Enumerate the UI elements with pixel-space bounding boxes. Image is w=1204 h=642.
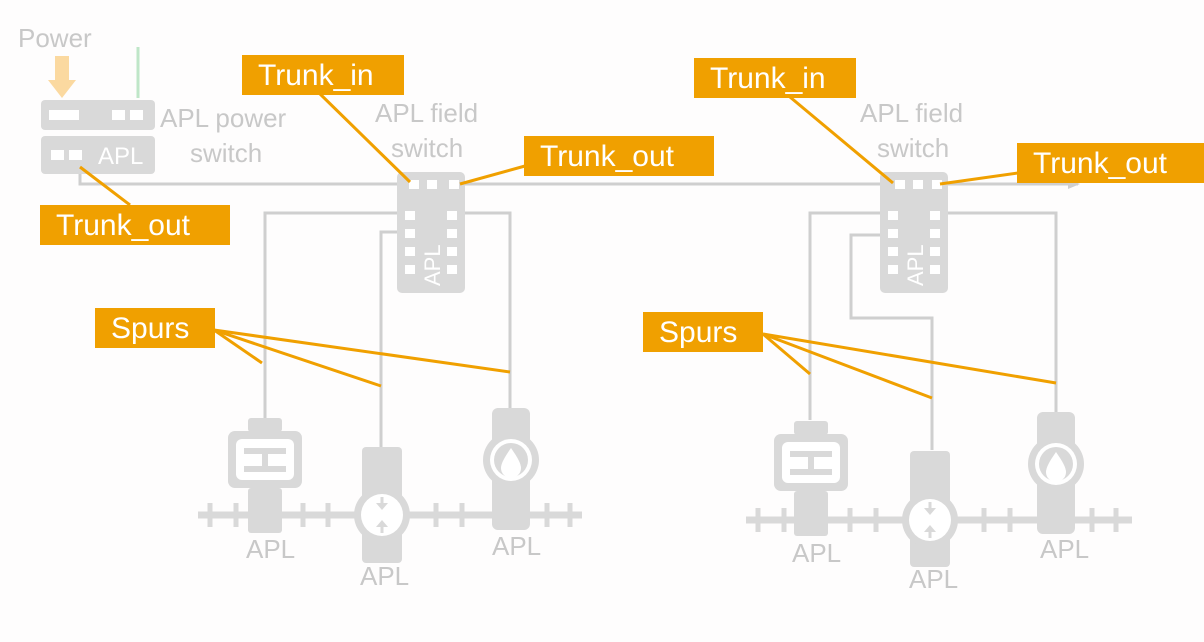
- apl-power-switch: APL: [41, 100, 155, 174]
- callout-leaders: [79, 88, 1057, 400]
- callout-trunk-in-1-text: Trunk_in: [258, 59, 374, 92]
- device-1-apl-label: APL: [246, 534, 295, 564]
- apl-field-switch-1: APL: [397, 172, 465, 293]
- callout-trunk-out-2-text: Trunk_out: [540, 140, 675, 173]
- field-switch-2-label-line1: APL field: [860, 98, 963, 128]
- callout-trunk-out-3-text: Trunk_out: [1033, 147, 1168, 180]
- power-switch-label-line1: APL power: [160, 103, 287, 133]
- field-switch-1-label-line1: APL field: [375, 98, 478, 128]
- water-drop-icon: [483, 408, 539, 530]
- power-switch-label-line2: switch: [190, 138, 262, 168]
- field-switch-2-label-line2: switch: [877, 133, 949, 163]
- flow-meter-icon: [354, 447, 410, 563]
- apl-field-switch-2: APL: [880, 172, 948, 293]
- callout-trunk-in-2: Trunk_in: [694, 58, 856, 98]
- device-4-apl-label: APL: [792, 538, 841, 568]
- water-drop-icon: [1028, 412, 1084, 534]
- level-sensor-icon: [228, 418, 302, 533]
- callout-trunk-out-1-text: Trunk_out: [56, 209, 191, 242]
- trunk-line: [78, 174, 1080, 189]
- callout-trunk-out-2: Trunk_out: [524, 136, 714, 176]
- callout-trunk-in-1: Trunk_in: [242, 55, 404, 95]
- callout-spurs-2: Spurs: [643, 312, 763, 352]
- device-2-apl-label: APL: [360, 561, 409, 591]
- callout-spurs-1: Spurs: [95, 308, 215, 348]
- power-label: Power: [18, 23, 92, 53]
- device-3-apl-label: APL: [492, 531, 541, 561]
- field-switch-1-label-line2: switch: [391, 133, 463, 163]
- callout-trunk-out-3: Trunk_out: [1017, 143, 1204, 183]
- spur-lines-1: [263, 211, 512, 449]
- callout-spurs-1-text: Spurs: [111, 312, 189, 345]
- flow-meter-icon: [902, 451, 958, 567]
- callout-spurs-2-text: Spurs: [659, 316, 737, 349]
- device-5-apl-label: APL: [909, 564, 958, 594]
- device-6-apl-label: APL: [1040, 534, 1089, 564]
- power-switch-apl-text: APL: [98, 143, 143, 170]
- callout-trunk-out-1: Trunk_out: [40, 205, 230, 245]
- level-sensor-icon: [774, 421, 848, 536]
- field-switch-1-apl-text: APL: [420, 244, 445, 286]
- power-arrow-icon: [48, 56, 76, 98]
- callout-trunk-in-2-text: Trunk_in: [710, 62, 826, 95]
- field-switch-2-apl-text: APL: [903, 244, 928, 286]
